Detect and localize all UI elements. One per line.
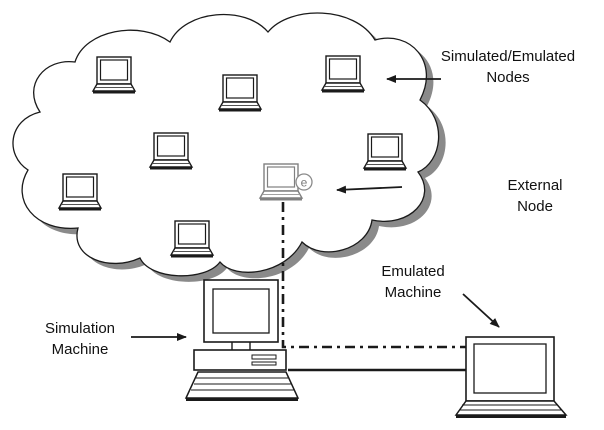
external-node-label-line2: Node <box>517 198 553 215</box>
emulated-machine-label-line2: Machine <box>384 284 442 301</box>
desktop-computer-icon <box>184 279 300 401</box>
emulated-laptop-icon <box>454 336 568 418</box>
svg-text:e: e <box>301 176 308 190</box>
simulated-nodes-label-line2: Nodes <box>486 69 530 86</box>
laptop-icon-1 <box>92 56 136 95</box>
laptop-icon-3 <box>321 55 365 94</box>
simulation-machine-label-line1: Simulation <box>44 320 116 337</box>
simulated-nodes-label-line1: Simulated/Emulated <box>440 48 576 65</box>
laptop-icon-7 <box>170 220 214 259</box>
emulated-machine-label-line1: Emulated <box>381 263 445 280</box>
laptop-icon-6 <box>58 173 102 212</box>
external-node-label: External Node <box>490 175 580 217</box>
laptop-icon-2 <box>218 74 262 113</box>
external-node-label-line1: External <box>507 177 563 194</box>
external-link-line <box>281 202 468 349</box>
arrow-emulated-machine <box>462 293 500 328</box>
simulation-machine-label-line2: Machine <box>51 341 109 358</box>
e-badge-icon: e <box>295 173 313 191</box>
arrow-external-node <box>336 185 403 194</box>
emulated-machine-label: Emulated Machine <box>368 261 458 303</box>
simulation-machine-label: Simulation Machine <box>32 318 128 360</box>
laptop-icon-4 <box>149 132 193 171</box>
simulated-nodes-label: Simulated/Emulated Nodes <box>437 46 579 88</box>
laptop-icon-5 <box>363 133 407 172</box>
